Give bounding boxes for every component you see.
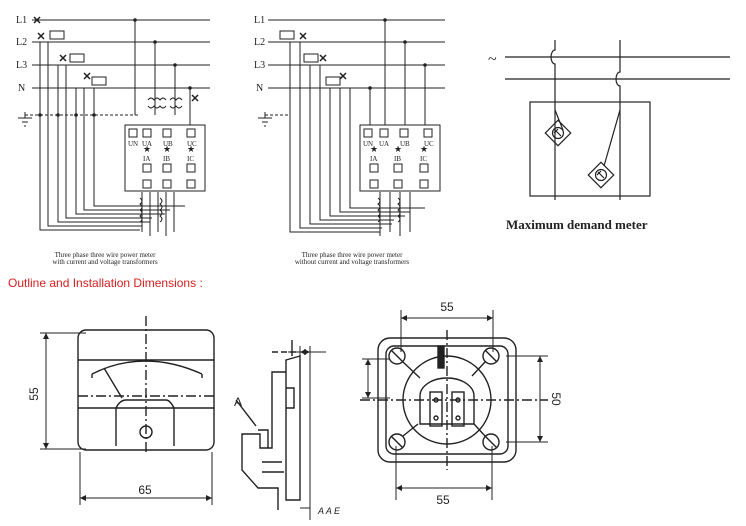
svg-text:without current and voltage tr: without current and voltage transformers [295,258,410,266]
svg-text:IB: IB [394,155,401,163]
svg-text:★: ★ [143,144,151,154]
caption-with-transformers: Three phase three wire power meter with … [52,251,158,266]
bus-label-l3: L3 [16,60,27,71]
rear-view-dimensions [362,310,548,500]
bus-labels-right: L1 L2 L3 N [254,15,265,94]
rear-top-dimension: 55 [440,300,454,314]
svg-text:UC: UC [187,140,197,148]
bus-label-l2: L2 [16,37,27,48]
rear-view-outline [360,330,548,470]
maximum-demand-diagram [505,40,730,200]
svg-text:L2: L2 [254,37,265,48]
tilde-symbol: ~ [488,51,497,68]
svg-text:Three phase three wire power m: Three phase three wire power meter [302,251,404,259]
svg-text:UN: UN [363,140,373,148]
bus-labels-left: L1 L2 L3 N [16,15,27,94]
svg-text:UB: UB [163,140,173,148]
caption-without-transformers: Three phase three wire power meter witho… [295,251,410,266]
wiring-diagram-without-transformers: ★ ★ ★ [258,18,445,236]
svg-text:UC: UC [424,140,434,148]
side-view-outline [235,340,301,510]
front-view-dimensions [40,332,213,505]
terminal-labels-left: UN UA UB UC IA IB IC [128,140,197,163]
svg-text:★: ★ [187,144,195,154]
rear-bottom-dimension: 55 [436,493,450,507]
svg-text:L3: L3 [254,60,265,71]
svg-text:L1: L1 [254,15,265,26]
front-height-dimension: 55 [27,387,41,401]
svg-text:★: ★ [370,144,378,154]
svg-text:N: N [256,83,263,94]
svg-text:Three phase three wire power m: Three phase three wire power meter [55,251,157,259]
svg-text:UA: UA [142,140,152,148]
rear-right-dimension: 50 [549,392,563,406]
section-heading: Outline and Installation Dimensions : [8,276,203,290]
side-callout-label: A [234,395,242,409]
svg-text:UN: UN [128,140,138,148]
wiring-diagram-with-transformers: ★ ★ ★ [18,16,210,236]
svg-text:★: ★ [163,144,171,154]
side-view-dimensions [288,346,326,520]
svg-text:★: ★ [394,144,402,154]
front-view-outline [77,316,215,452]
svg-text:with current and voltage trans: with current and voltage transformers [52,258,158,266]
bus-label-l1: L1 [16,15,27,26]
svg-text:IC: IC [187,155,194,163]
svg-text:IA: IA [370,155,377,163]
terminal-labels-right: UN UA UB UC IA IB IC [363,140,434,163]
svg-text:IA: IA [143,155,150,163]
svg-text:IC: IC [420,155,427,163]
svg-text:UB: UB [400,140,410,148]
svg-text:★: ★ [420,144,428,154]
front-width-dimension: 65 [138,483,152,497]
max-demand-label: Maximum demand meter [506,217,648,232]
svg-text:UA: UA [379,140,389,148]
side-bottom-dimension: A A E [317,506,341,516]
svg-text:IB: IB [163,155,170,163]
bus-label-n: N [18,83,25,94]
